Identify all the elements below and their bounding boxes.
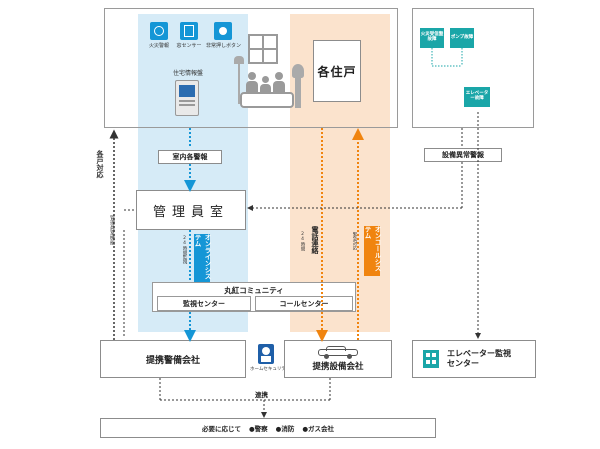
equipment-frame	[412, 8, 534, 128]
panel-screen-icon	[179, 85, 195, 97]
phone-link-sub: 24時間	[300, 232, 305, 251]
emergency-button-icon	[214, 22, 232, 40]
window-icon	[248, 34, 278, 64]
equipment-company-box: 提携設備会社	[284, 340, 392, 378]
call-center-label: コールセンター	[279, 299, 329, 308]
sofa-icon	[240, 92, 294, 108]
info-panel-label: 住宅情報盤	[172, 70, 203, 77]
per-unit-response-label: 各戸対応	[96, 150, 104, 178]
gas-company-item: ●ガス会社	[302, 425, 334, 433]
elevator-center-label: エレベーター監視センター	[447, 349, 511, 368]
police-item: ●警察	[248, 425, 268, 433]
indoor-alarms-box: 室内各警報	[158, 150, 222, 164]
bottom-prefix: 必要に応じて	[201, 425, 241, 433]
elevator-failure-box: エレベーター故障	[464, 87, 490, 107]
home-security-badge: ホームセキュリティ	[250, 344, 291, 380]
fire-dept-item: ●消防	[275, 425, 295, 433]
marubeni-title: 丸紅コミュニティ	[224, 286, 284, 295]
link-label: 連携	[255, 391, 268, 399]
oncall-system-sub: 緊急対応	[352, 232, 357, 250]
fire-alarm-label: 火災警報	[148, 43, 169, 49]
emergency-button-label: 非常押しボタン	[206, 43, 242, 49]
manager-office-label: 管理員室	[152, 204, 229, 220]
security-company-label: 提携警備会社	[145, 355, 200, 366]
monitor-center-box: 監視センター	[157, 296, 251, 311]
office-function-note: 管理員室機能	[109, 215, 115, 245]
living-room-illustration	[230, 34, 305, 116]
unit-label: 各住戸	[317, 64, 357, 79]
family-icon	[246, 72, 288, 94]
security-company-box: 提携警備会社	[100, 340, 246, 378]
equipment-alarm-box: 設備異常警報	[424, 148, 502, 162]
oncall-system-tag: オンコールシステム	[363, 226, 381, 276]
online-system-sub: 24時間監視	[182, 236, 187, 264]
indoor-alarms-label: 室内各警報	[172, 153, 208, 161]
pump-failure-box: ポンプ故障	[450, 28, 474, 48]
monitor-center-label: 監視センター	[183, 299, 225, 308]
plant-icon	[292, 64, 304, 78]
bottom-agencies-box: 必要に応じて ●警察 ●消防 ●ガス会社	[100, 418, 436, 438]
window-sensor-icon	[180, 22, 198, 40]
window-sensor-label: 窓センサー	[176, 43, 202, 49]
info-panel-device	[175, 80, 199, 116]
security-band	[138, 14, 248, 332]
fire-receiver-failure-box: 火災受信盤故障	[420, 28, 444, 48]
call-center-box: コールセンター	[255, 296, 353, 311]
equipment-company-label: 提携設備会社	[312, 362, 364, 372]
manager-office-box: 管理員室	[136, 190, 246, 230]
equipment-alarm-label: 設備異常警報	[442, 151, 484, 159]
window-sensor: 窓センサー	[176, 22, 202, 56]
phone-link-label: 電話連絡	[311, 226, 319, 254]
online-system-tag: オンラインシステム	[193, 234, 211, 282]
fire-alarm-sensor: 火災警報	[146, 22, 172, 56]
service-car-icon	[318, 346, 358, 359]
lamp-icon	[234, 56, 244, 64]
elevator-center-box: エレベーター監視センター	[412, 340, 536, 378]
emergency-button-sensor: 非常押しボタン	[206, 22, 242, 56]
home-security-label: ホームセキュリティ	[250, 367, 291, 372]
fire-alarm-icon	[150, 22, 168, 40]
elevator-building-icon	[423, 350, 439, 368]
residence-frame	[104, 8, 398, 128]
unit-box: 各住戸	[313, 40, 361, 102]
guard-icon	[258, 344, 274, 364]
